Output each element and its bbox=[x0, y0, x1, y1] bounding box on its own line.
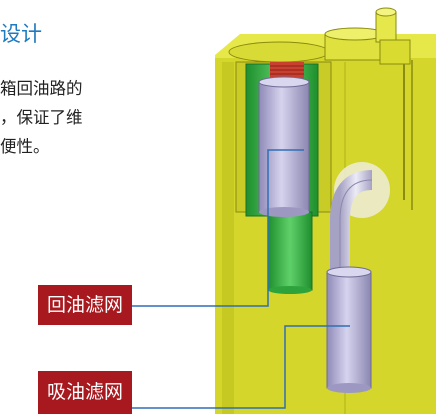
description-text: 箱回油路的 ，保证了维 便性。 bbox=[0, 74, 156, 161]
description-line: ，保证了维 bbox=[0, 108, 83, 127]
suction-filter-element bbox=[326, 266, 372, 393]
description-line: 便性。 bbox=[0, 137, 50, 156]
section-heading: 设计 bbox=[0, 22, 42, 46]
return-filter-leader-line bbox=[132, 149, 304, 307]
description-line: 箱回油路的 bbox=[0, 79, 83, 98]
suction-filter-leader-line bbox=[132, 325, 350, 409]
suction-pipe bbox=[330, 162, 390, 275]
return-filter-element bbox=[258, 76, 310, 217]
suction-filter-label: 吸油滤网 bbox=[38, 371, 132, 414]
return-filter-label: 回油滤网 bbox=[38, 285, 132, 325]
